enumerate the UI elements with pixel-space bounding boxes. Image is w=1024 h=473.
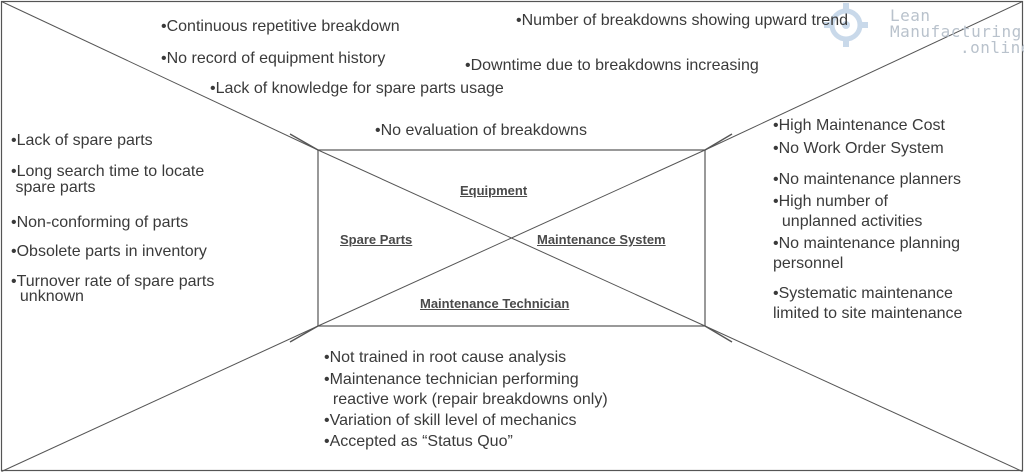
right-item: •No maintenance planners bbox=[773, 171, 961, 188]
diagonal-left-bottom bbox=[1, 325, 319, 472]
left-item: unknown bbox=[11, 288, 84, 305]
center-label-equipment: Equipment bbox=[460, 183, 528, 198]
top-item: •No record of equipment history bbox=[161, 50, 386, 67]
right-item: •Systematic maintenance bbox=[773, 285, 953, 302]
watermark-line: Lean bbox=[890, 6, 931, 25]
left-item: •Non-conforming of parts bbox=[11, 214, 189, 231]
center-label-spare-parts: Spare Parts bbox=[340, 232, 413, 247]
center-label-maintenance-system: Maintenance System bbox=[537, 232, 666, 247]
bottom-item: •Variation of skill level of mechanics bbox=[324, 412, 577, 429]
bottom-item: reactive work (repair breakdowns only) bbox=[324, 391, 608, 408]
tick-right-top bbox=[704, 133, 733, 151]
tick-left-top bbox=[289, 133, 319, 151]
gear-icon bbox=[824, 3, 868, 47]
right-item: •High number of bbox=[773, 193, 888, 210]
right-item: personnel bbox=[773, 255, 844, 272]
top-item: •Continuous repetitive breakdown bbox=[161, 18, 400, 35]
tick-left-bottom bbox=[289, 325, 319, 343]
left-item: •Lack of spare parts bbox=[11, 132, 153, 149]
tick-right-bottom bbox=[704, 325, 733, 343]
diagonal-right-bottom bbox=[704, 325, 1023, 472]
watermark-line: Manufacturing bbox=[890, 22, 1022, 41]
watermark-text: Lean Manufacturing .online bbox=[860, 6, 1024, 57]
bottom-item: •Not trained in root cause analysis bbox=[324, 349, 567, 366]
right-item: limited to site maintenance bbox=[773, 305, 963, 322]
center-diagonal-2 bbox=[317, 149, 706, 327]
bottom-item: •Accepted as “Status Quo” bbox=[324, 433, 513, 450]
center-label-maintenance-technician: Maintenance Technician bbox=[420, 296, 570, 311]
left-item: •Obsolete parts in inventory bbox=[11, 243, 207, 260]
right-item: unplanned activities bbox=[773, 213, 923, 230]
left-item: •Long search time to locate bbox=[11, 163, 205, 180]
diagonal-right-top bbox=[704, 1, 1023, 151]
left-item: spare parts bbox=[11, 179, 96, 196]
bottom-item: •Maintenance technician performing bbox=[324, 371, 579, 388]
watermark-line: .online bbox=[960, 38, 1024, 57]
center-box bbox=[317, 149, 706, 327]
top-item: •Downtime due to breakdowns increasing bbox=[465, 57, 759, 74]
diagonal-left-top bbox=[1, 1, 319, 151]
right-item: •No Work Order System bbox=[773, 140, 944, 157]
top-item: •No evaluation of breakdowns bbox=[375, 122, 587, 139]
top-item: •Number of breakdowns showing upward tre… bbox=[516, 12, 848, 29]
top-item: •Lack of knowledge for spare parts usage bbox=[210, 80, 504, 97]
right-item: •No maintenance planning bbox=[773, 235, 961, 252]
right-item: •High Maintenance Cost bbox=[773, 117, 945, 134]
left-item: •Turnover rate of spare parts bbox=[11, 273, 215, 290]
